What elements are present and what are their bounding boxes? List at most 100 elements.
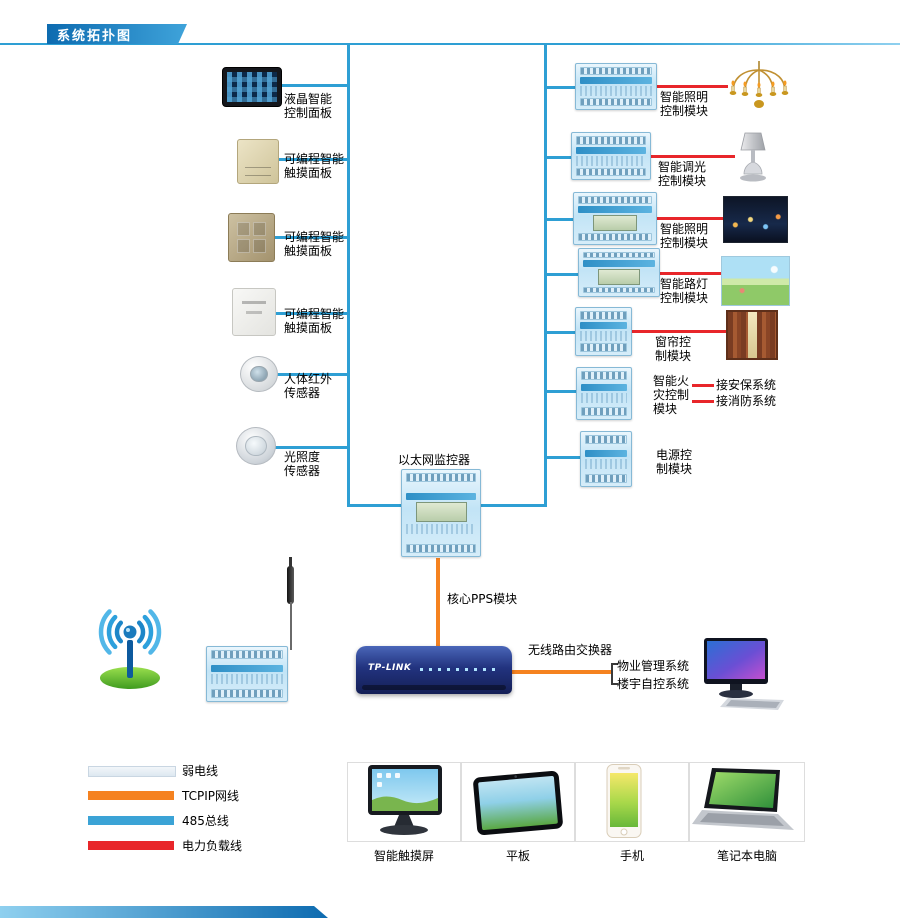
pir-sensor-label: 人体红外 传感器 [284, 372, 333, 400]
antenna-module-device [206, 646, 288, 702]
legend-swatch-tcpip [88, 791, 174, 800]
router-name-label: 无线路由交换器 [528, 643, 613, 657]
lux-sensor-label: 光照度 传感器 [284, 450, 321, 478]
laptop-icon [692, 768, 794, 830]
module-label-6: 智能火 灾控制 模块 [653, 374, 690, 416]
bus-branch-left-5 [274, 373, 347, 376]
legend-swatch-bus [88, 816, 174, 825]
legend-swatch-power [88, 841, 174, 850]
bus-branch-left-1 [279, 84, 347, 87]
touch-panel-label-1: 可编程智能 触摸面板 [284, 152, 345, 180]
module-label-4: 智能路灯 控制模块 [660, 277, 709, 305]
bus-line-monitor-left [347, 504, 403, 507]
pir-sensor-device [240, 356, 278, 392]
panel-buttons [237, 222, 266, 253]
park-scene-image [721, 256, 790, 306]
ethernet-monitor-label: 以太网监控器 [398, 453, 471, 467]
curtain-image [726, 310, 778, 360]
legend-label-bus: 485总线 [182, 814, 229, 828]
router-front-edge [362, 685, 506, 690]
router-device: TP-LINK [356, 646, 512, 694]
tablet-icon [473, 770, 563, 836]
bus-branch-left-6 [272, 446, 347, 449]
building-system-label: 楼宇自控系统 [617, 677, 690, 691]
lux-sensor-device [236, 427, 276, 465]
core-pps-label: 核心PPS模块 [447, 592, 518, 606]
terminal-label-laptop: 笔记本电脑 [716, 849, 777, 863]
control-module-7 [580, 431, 632, 487]
control-module-3 [573, 192, 657, 245]
touch-panel-label-3: 可编程智能 触摸面板 [284, 307, 345, 335]
lcd-panel-label: 液晶智能 控制面板 [284, 92, 333, 120]
bus-branch-right-7 [547, 456, 580, 459]
module-label-3: 智能照明 控制模块 [660, 222, 709, 250]
power-line-1 [657, 85, 728, 88]
touch-panel-label-2: 可编程智能 触摸面板 [284, 230, 345, 258]
antenna-tube [287, 566, 294, 604]
power-line-3 [657, 217, 724, 220]
legend-label-tcpip: TCPIP网线 [182, 789, 240, 803]
power-line-4 [660, 272, 722, 275]
module-label-2: 智能调光 控制模块 [658, 160, 707, 188]
ethernet-monitor-device [401, 469, 481, 557]
control-module-6 [576, 367, 632, 420]
panel-text-line-2 [245, 311, 263, 315]
touch-panel-beige-device [237, 139, 279, 184]
lux-dome [245, 435, 267, 457]
power-line-security [692, 384, 714, 387]
terminal-label-tablet: 平板 [505, 849, 530, 863]
security-system-label: 接安保系统 [716, 378, 777, 392]
bus-line-monitor-right [479, 504, 547, 507]
module-label-1: 智能照明 控制模块 [660, 90, 709, 118]
power-line-fire [692, 400, 714, 403]
bus-branch-right-2 [547, 156, 571, 159]
tcpip-line-router [511, 670, 612, 674]
chandelier-icon [729, 61, 789, 108]
power-line-2 [651, 155, 735, 158]
control-module-1 [575, 63, 657, 110]
module-label-7: 电源控 制模块 [656, 448, 693, 476]
lcd-control-panel-device [222, 67, 282, 107]
table-lamp-icon [740, 132, 766, 182]
tcpip-line-core [436, 558, 440, 648]
page-title-banner: 系统拓扑图 [47, 24, 187, 44]
desktop-computer-icon [704, 638, 784, 710]
bus-line-right-vertical [544, 45, 547, 507]
touchscreen-terminal-icon [368, 765, 442, 835]
fork-line-top [611, 663, 618, 665]
bus-branch-left-4 [273, 312, 347, 315]
control-module-5 [575, 307, 632, 356]
night-scene-image [723, 196, 788, 243]
terminal-label-touchscreen: 智能触摸屏 [373, 849, 434, 863]
router-leds [420, 668, 496, 671]
legend-label-weak: 弱电线 [182, 764, 219, 778]
footer-accent-bar [0, 906, 328, 918]
bus-branch-right-4 [547, 273, 578, 276]
legend-label-power: 电力负载线 [182, 839, 243, 853]
header-rule [0, 43, 900, 45]
legend-swatch-weak [88, 766, 176, 777]
wifi-tower-icon [98, 609, 162, 689]
property-system-label: 物业管理系统 [617, 659, 690, 673]
page-title: 系统拓扑图 [57, 28, 133, 44]
module-label-5: 窗帘控 制模块 [655, 335, 692, 363]
control-module-4 [578, 248, 660, 297]
touch-panel-bronze-device [228, 213, 275, 262]
panel-text-line [242, 300, 266, 304]
lcd-screen [227, 72, 277, 102]
bus-branch-right-5 [547, 331, 575, 334]
bus-branch-left-2 [276, 158, 347, 161]
phone-icon [606, 764, 642, 838]
power-line-5 [632, 330, 727, 333]
pir-lens [250, 365, 268, 383]
antenna-rod [290, 602, 292, 650]
control-module-2 [571, 132, 651, 180]
fork-line-vertical [611, 663, 613, 685]
bus-branch-left-3 [272, 236, 347, 239]
fork-line-bottom [611, 683, 618, 685]
bus-branch-right-3 [547, 218, 573, 221]
terminal-label-phone: 手机 [619, 849, 644, 863]
bus-branch-right-6 [547, 390, 576, 393]
bus-branch-right-1 [547, 86, 575, 89]
